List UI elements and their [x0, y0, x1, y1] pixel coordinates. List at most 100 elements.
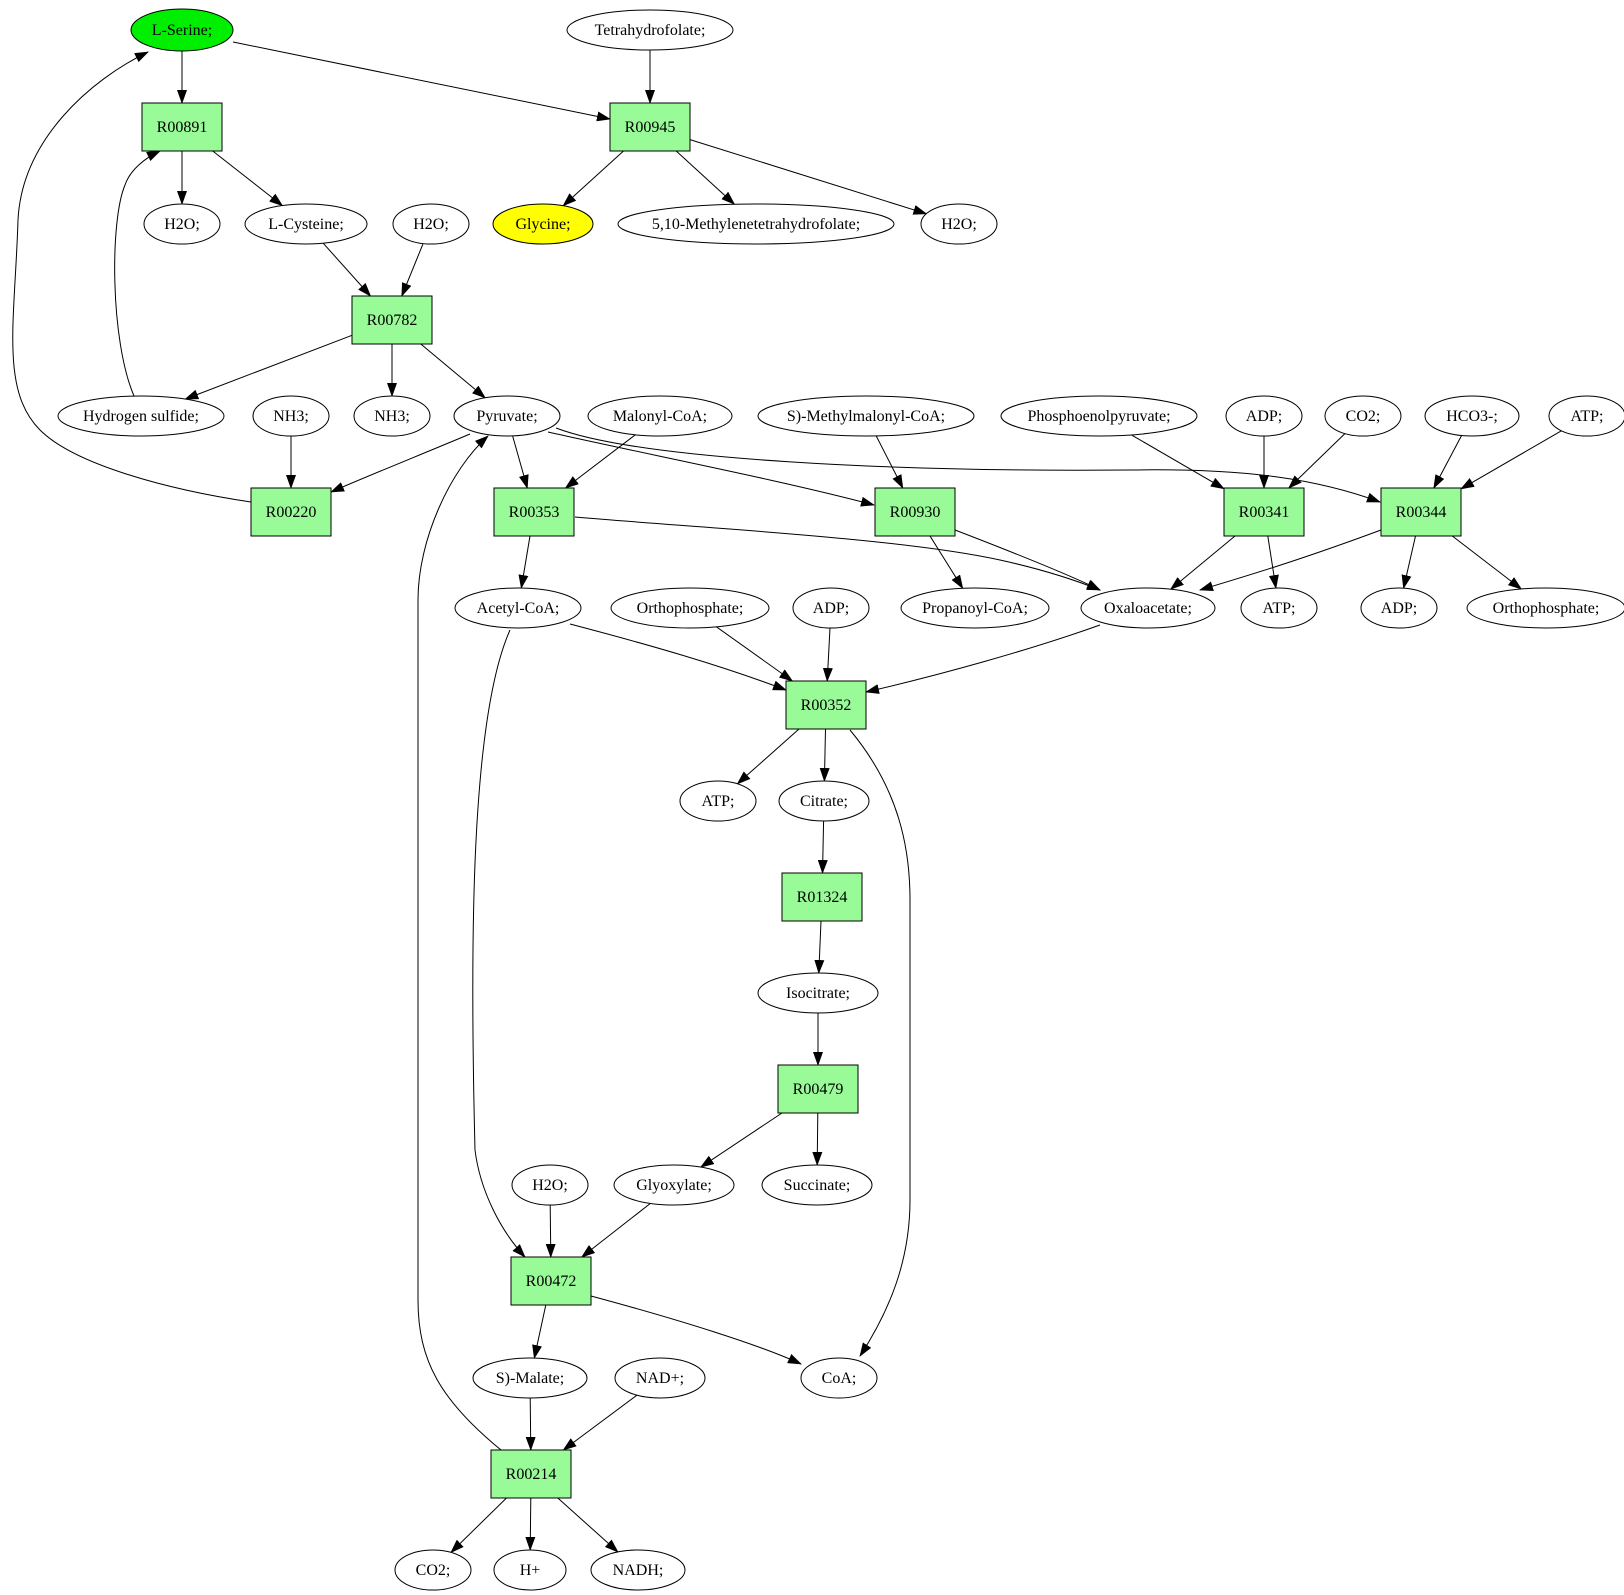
- edge-R00352-to-coa: [849, 729, 911, 1357]
- node-label: Glyoxylate;: [636, 1177, 712, 1194]
- edge-R00891-to-l_cysteine: [212, 150, 284, 207]
- compound-ellipse: [394, 1549, 472, 1591]
- edge-h2o_b-to-R00782: [401, 243, 424, 297]
- edge-R00479-to-glyoxylate: [699, 1112, 783, 1168]
- compound-node-malonyl-coa: Malonyl-CoA;: [587, 395, 733, 437]
- compound-node-pep: Phosphoenolpyruvate;: [1000, 395, 1198, 437]
- compound-node-s-malate: S)-Malate;: [472, 1357, 588, 1399]
- reaction-node-R00353: R00353: [493, 487, 575, 537]
- compound-ellipse: [1080, 587, 1216, 629]
- node-label: R00353: [509, 504, 560, 521]
- compound-ellipse: [1548, 395, 1624, 437]
- edge-R00782-to-pyruvate: [420, 343, 486, 399]
- reaction-node-R00344: R00344: [1380, 487, 1462, 537]
- node-label: Propanoyl-CoA;: [922, 600, 1028, 617]
- compound-node-oxaloacetate: Oxaloacetate;: [1080, 587, 1216, 629]
- edge-orthophosphate_a-to-R00352: [716, 626, 794, 682]
- compound-node-orthophosphate-b: Orthophosphate;: [1466, 587, 1624, 629]
- edge-R00353-to-acetyl_coa: [518, 535, 531, 589]
- node-label: NAD+;: [636, 1370, 684, 1387]
- node-label: R00472: [526, 1273, 577, 1290]
- node-label: Orthophosphate;: [637, 600, 744, 617]
- compound-ellipse: [353, 395, 431, 437]
- edge-R00353-to-oxaloacetate: [574, 516, 1101, 591]
- edge-atp_a-to-R00344: [1460, 430, 1562, 490]
- compound-node-atp-c: ATP;: [679, 780, 757, 822]
- compound-ellipse: [679, 780, 757, 822]
- node-label: Phosphoenolpyruvate;: [1027, 408, 1170, 425]
- edge-R00479-to-succinate: [812, 1112, 823, 1166]
- compound-ellipse: [1225, 395, 1303, 437]
- node-label: ATP;: [702, 793, 735, 810]
- compound-node-nh3-b: NH3;: [353, 395, 431, 437]
- reaction-node-R00341: R00341: [1223, 487, 1305, 537]
- reaction-node-R00472: R00472: [510, 1256, 592, 1306]
- edge-R00945-to-glycine: [562, 150, 624, 207]
- compound-node-acetyl-coa: Acetyl-CoA;: [454, 587, 582, 629]
- compound-node-co2-a: CO2;: [1324, 395, 1402, 437]
- reaction-box: [493, 487, 575, 537]
- compound-node-orthophosphate-a: Orthophosphate;: [610, 587, 770, 629]
- node-label: H2O;: [164, 216, 200, 233]
- edge-hco3-to-R00344: [1433, 435, 1463, 489]
- compound-ellipse: [511, 1164, 589, 1206]
- node-label: R00341: [1239, 504, 1290, 521]
- edge-R00341-to-atp_b: [1267, 535, 1279, 590]
- edge-R00930-to-oxaloacetate: [954, 529, 1101, 591]
- reaction-box: [510, 1256, 592, 1306]
- reaction-box: [609, 102, 691, 152]
- compound-ellipse: [757, 395, 975, 437]
- compound-node-l-cysteine: L-Cysteine;: [244, 203, 368, 245]
- compound-node-hco3: HCO3-;: [1424, 395, 1520, 437]
- compound-node-coa: CoA;: [800, 1357, 878, 1399]
- compound-ellipse: [1000, 395, 1198, 437]
- edges-layer: [12, 41, 1562, 1554]
- edge-R00945-to-methylene_thf: [675, 150, 736, 205]
- compound-ellipse: [1360, 587, 1438, 629]
- reaction-box: [490, 1449, 572, 1499]
- edge-R00214-to-nadh: [557, 1497, 619, 1553]
- node-label: L-Serine;: [152, 22, 212, 39]
- node-label: NH3;: [273, 408, 309, 425]
- node-label: R00782: [367, 312, 418, 329]
- reaction-box: [777, 1064, 859, 1114]
- edge-R00352-to-citrate: [819, 728, 830, 782]
- compound-ellipse: [143, 203, 221, 245]
- reaction-box: [351, 295, 433, 345]
- node-label: 5,10-Methylenetetrahydrofolate;: [652, 216, 860, 233]
- compound-node-propanoyl-coa: Propanoyl-CoA;: [900, 587, 1050, 629]
- reaction-node-R00214: R00214: [490, 1449, 572, 1499]
- node-label: R00214: [506, 1466, 557, 1483]
- reaction-node-R00352: R00352: [785, 680, 867, 730]
- node-label: Isocitrate;: [786, 985, 850, 1002]
- node-label: R00344: [1396, 504, 1447, 521]
- edge-acetyl_coa-to-R00352: [569, 623, 787, 691]
- node-label: Tetrahydrofolate;: [595, 22, 706, 39]
- edge-R00945-to-h2o_c: [689, 139, 928, 215]
- compound-node-h2s: Hydrogen sulfide;: [57, 395, 225, 437]
- compound-node-h-plus: H+: [493, 1549, 567, 1591]
- node-label: S)-Methylmalonyl-CoA;: [787, 408, 945, 425]
- compound-node-isocitrate: Isocitrate;: [757, 972, 879, 1014]
- node-label: ATP;: [1263, 600, 1296, 617]
- reaction-node-R00782: R00782: [351, 295, 433, 345]
- node-label: H2O;: [941, 216, 977, 233]
- compound-node-methylene-thf: 5,10-Methylenetetrahydrofolate;: [617, 203, 895, 245]
- reaction-box: [141, 102, 223, 152]
- compound-node-nad: NAD+;: [614, 1357, 706, 1399]
- compound-ellipse: [610, 587, 770, 629]
- edge-R00341-to-oxaloacetate: [1169, 535, 1236, 590]
- compound-ellipse: [587, 395, 733, 437]
- compound-ellipse: [252, 395, 330, 437]
- node-label: R00945: [625, 119, 676, 136]
- compound-ellipse: [566, 9, 734, 51]
- reaction-node-R00479: R00479: [777, 1064, 859, 1114]
- compound-ellipse: [472, 1357, 588, 1399]
- compound-ellipse: [1240, 587, 1318, 629]
- node-label: ADP;: [1381, 600, 1417, 617]
- node-label: Succinate;: [784, 1177, 851, 1194]
- reaction-node-R00945: R00945: [609, 102, 691, 152]
- compound-ellipse: [1466, 587, 1624, 629]
- compound-node-h2o-b: H2O;: [392, 203, 470, 245]
